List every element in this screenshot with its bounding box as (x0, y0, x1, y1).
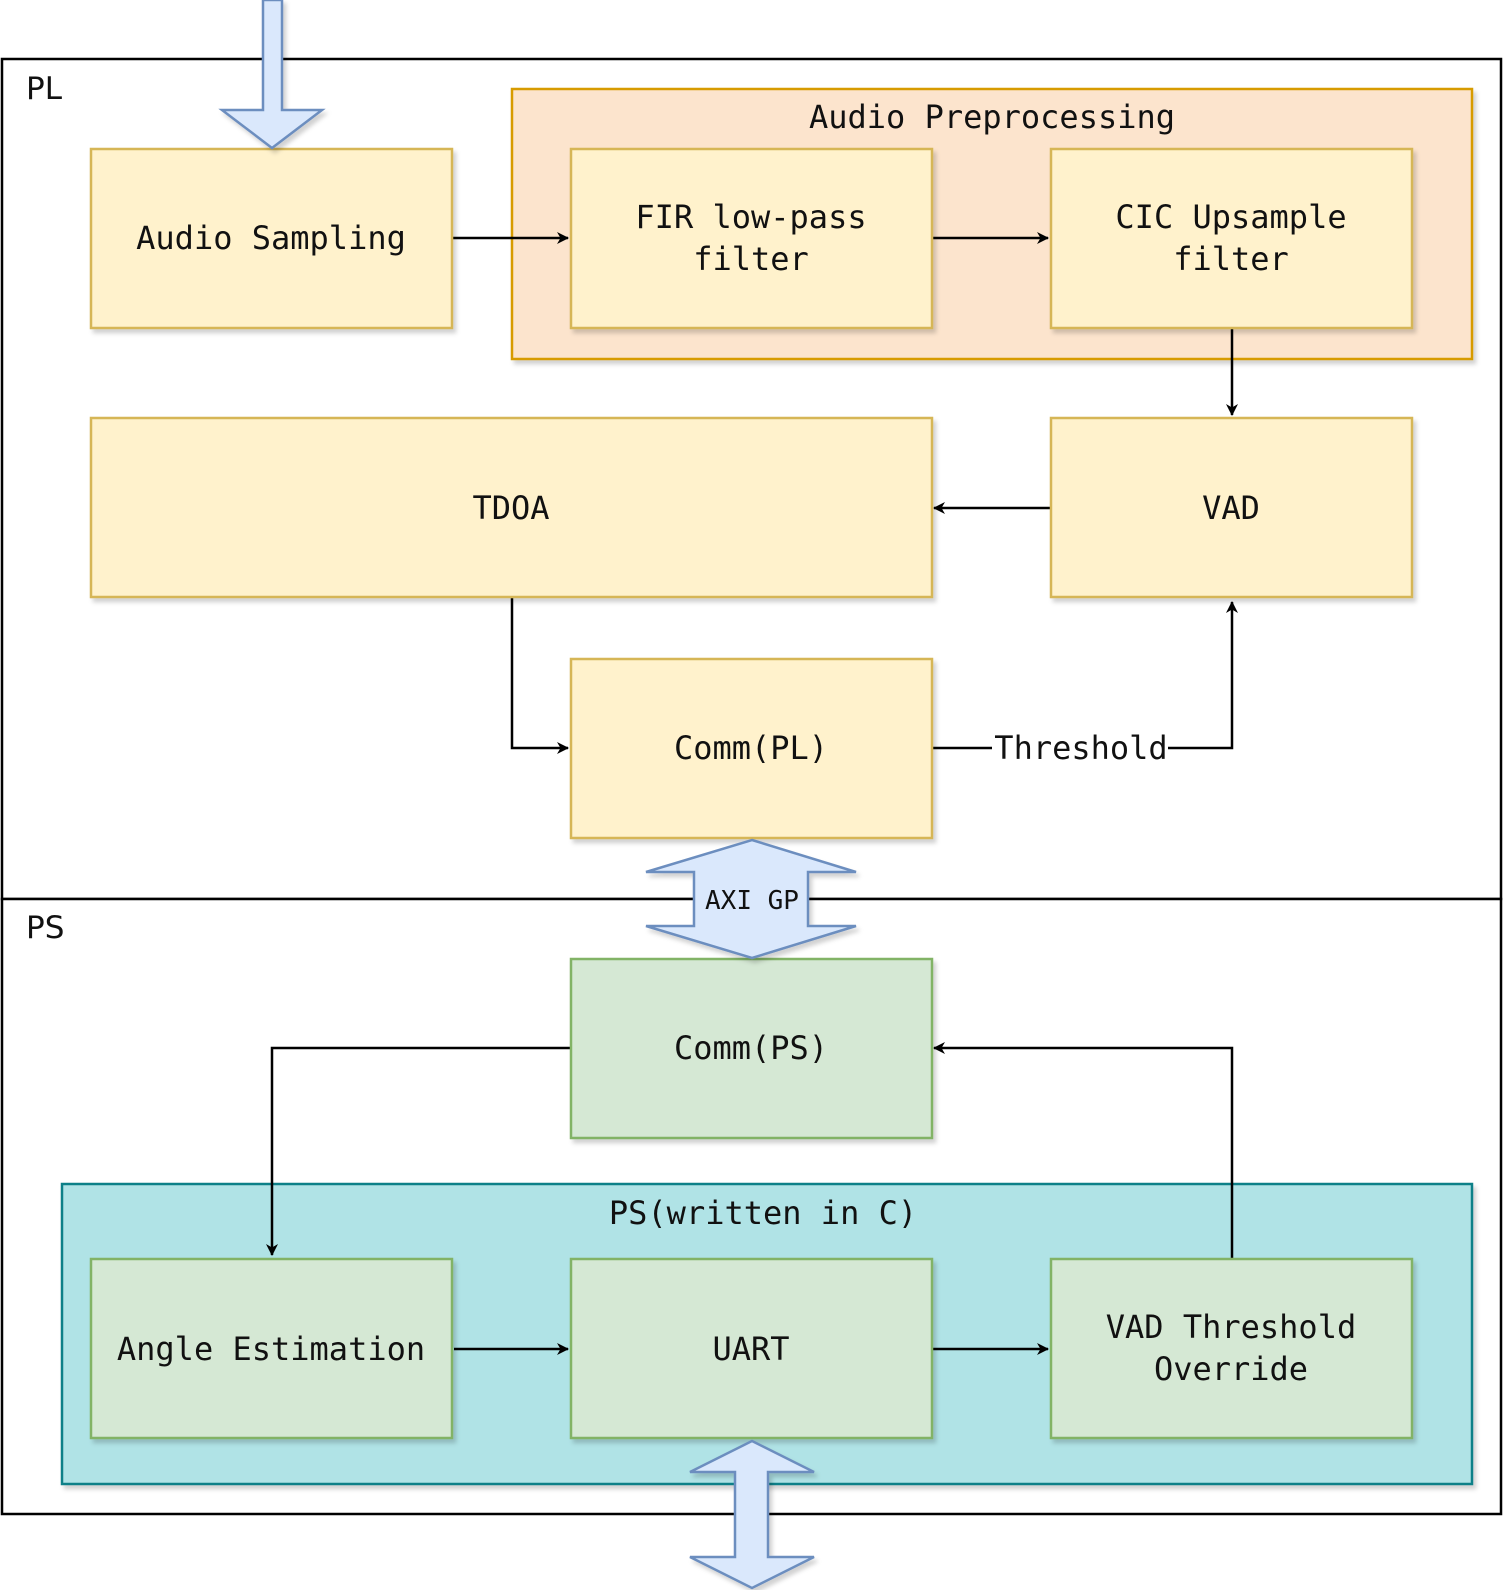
edge-tdoa-to-comm-pl (510, 598, 569, 754)
audio-sampling-block: Audio Sampling (89, 147, 454, 330)
edge-comm-ps-to-angle (266, 1046, 570, 1256)
angle-estimation-label: Angle Estimation (117, 1330, 425, 1368)
comm-ps-block: Comm(PS) (569, 957, 934, 1140)
angle-estimation-block: Angle Estimation (89, 1257, 454, 1440)
uart-block: UART (569, 1257, 934, 1440)
input-arrow-icon (218, 0, 326, 150)
axi-bus-arrow-icon (645, 838, 857, 960)
uart-label: UART (712, 1330, 789, 1368)
cic-filter-block: CIC Upsample filter (1049, 147, 1414, 330)
tdoa-block: TDOA (89, 416, 934, 599)
vad-block: VAD (1049, 416, 1414, 599)
comm-ps-label: Comm(PS) (674, 1029, 828, 1067)
cic-filter-label-line1: CIC Upsample (1115, 198, 1346, 236)
axi-bus-label: AXI GP (705, 886, 799, 916)
pl-region-label: PL (26, 71, 63, 107)
audio-preprocessing-label: Audio Preprocessing (809, 98, 1175, 136)
ps-region-label: PS (26, 910, 64, 946)
tdoa-label: TDOA (472, 489, 549, 527)
audio-sampling-label: Audio Sampling (136, 219, 406, 257)
threshold-edge-label: Threshold (994, 729, 1167, 767)
comm-pl-block: Comm(PL) (569, 657, 934, 840)
comm-pl-label: Comm(PL) (674, 729, 828, 767)
cic-filter-label-line2: filter (1173, 240, 1289, 278)
vad-label: VAD (1202, 489, 1260, 527)
edge-override-to-comm-ps (933, 1042, 1234, 1258)
vad-override-label-line2: Override (1154, 1350, 1308, 1388)
ps-c-group-label: PS(written in C) (609, 1194, 917, 1232)
fir-filter-label-line2: filter (693, 240, 809, 278)
fir-filter-block: FIR low-pass filter (569, 147, 934, 330)
io-bidirectional-arrow-icon (689, 1439, 815, 1590)
fir-filter-label-line1: FIR low-pass (635, 198, 866, 236)
vad-threshold-override-block: VAD Threshold Override (1049, 1257, 1414, 1440)
vad-override-label-line1: VAD Threshold (1106, 1308, 1356, 1346)
threshold-label-bg (992, 730, 1168, 766)
